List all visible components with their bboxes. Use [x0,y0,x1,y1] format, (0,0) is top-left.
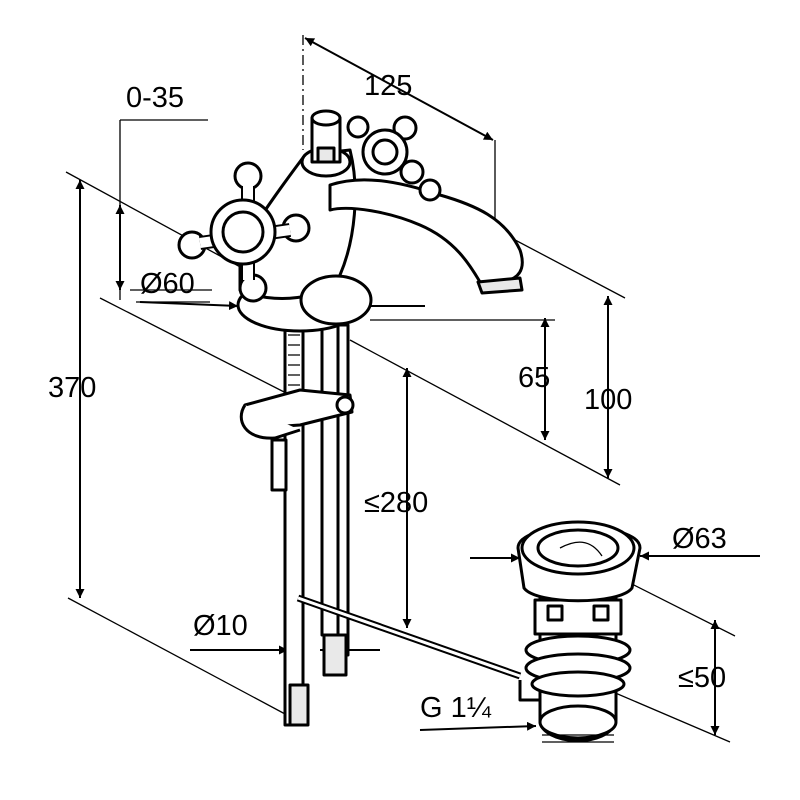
pop-up-rod [296,594,522,680]
waste-diameter-label: Ø63 [672,523,727,555]
total-height-label: 370 [48,372,97,404]
supply-pipes [283,323,350,727]
spout-height-label: 100 [584,384,633,416]
left-cross-handle [177,161,311,303]
dimension-arrows [75,37,760,735]
waste-depth-label: ≤50 [678,662,727,694]
right-cross-handle [346,115,442,202]
mounting-clamp [239,388,355,492]
spout-clearance-label: 65 [518,362,551,394]
pop-up-waste [516,520,642,743]
max-deck-thickness-label: ≤280 [364,487,429,519]
thread-label: G 1¼ [420,692,491,724]
reach-label: 125 [364,70,413,102]
rod-diameter-label: Ø10 [193,610,248,642]
rosette-diameter-label: Ø60 [140,268,195,300]
adjust-range-label: 0-35 [126,82,185,114]
